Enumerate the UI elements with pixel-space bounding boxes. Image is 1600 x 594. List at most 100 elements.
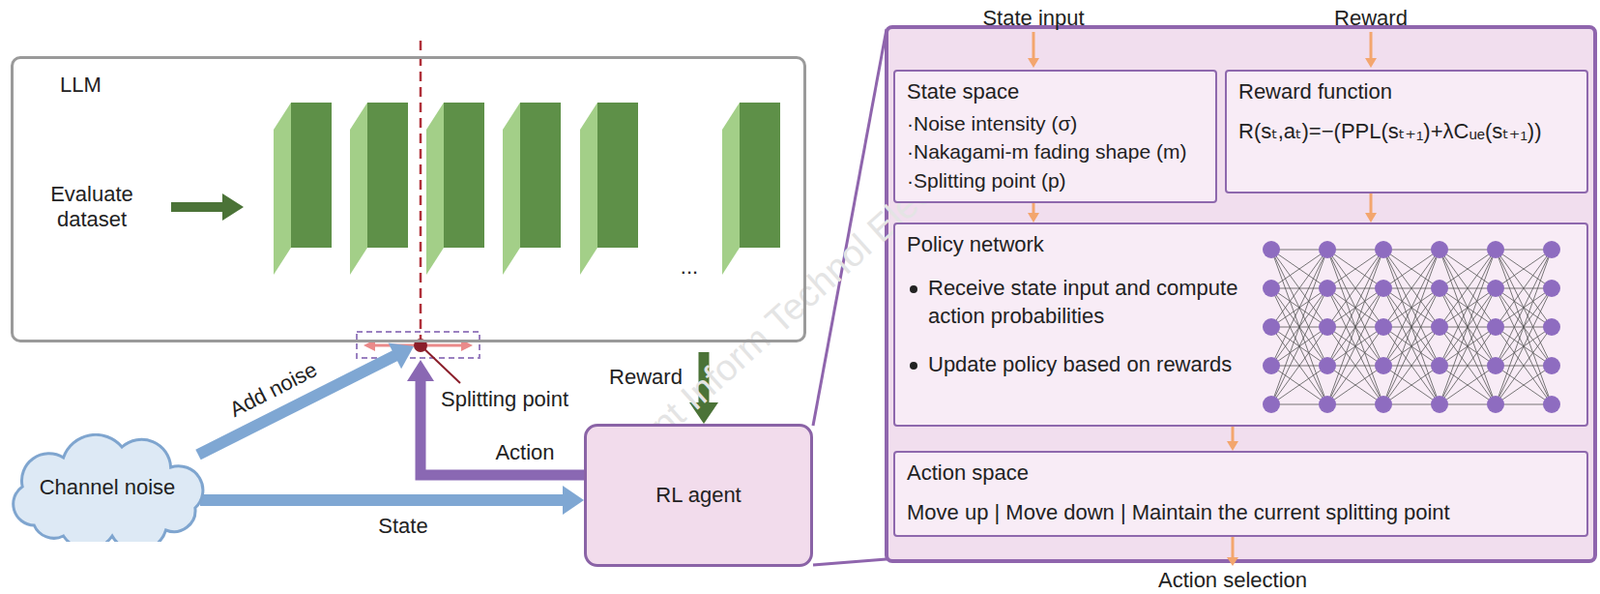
nn-link xyxy=(1383,288,1440,366)
process-box: Reward functionR(sₜ,aₜ)=−(PPL(sₜ₊₁)+λCᵤₑ… xyxy=(1224,69,1589,194)
nn-unit xyxy=(1486,395,1505,413)
slab-front xyxy=(443,102,485,248)
nn-link xyxy=(1271,365,1328,367)
connector xyxy=(407,359,584,475)
nn-link xyxy=(1495,288,1552,327)
nn-link xyxy=(1327,365,1384,367)
nn-link xyxy=(1271,288,1328,405)
edge-label: State xyxy=(378,513,428,539)
slab-side xyxy=(502,102,521,275)
nn-unit xyxy=(1542,395,1561,413)
nn-link xyxy=(1439,249,1496,327)
nn-link xyxy=(1271,326,1328,366)
nn-link xyxy=(1439,249,1496,327)
nn-link xyxy=(1271,249,1328,405)
nn-link xyxy=(1495,404,1552,406)
nn-link xyxy=(1271,404,1328,406)
arrow-head xyxy=(562,485,584,515)
nn-link xyxy=(1495,249,1552,327)
nn-link xyxy=(1271,249,1328,405)
nn-link xyxy=(1495,249,1552,405)
nn-link xyxy=(1383,249,1440,289)
nn-unit xyxy=(1374,356,1393,375)
nn-link xyxy=(1383,249,1440,405)
nn-link xyxy=(1383,249,1440,366)
nn-link xyxy=(1327,249,1384,405)
nn-link xyxy=(1327,249,1384,405)
connector-line xyxy=(200,494,564,506)
connector-line xyxy=(1032,203,1036,214)
slab-front xyxy=(290,102,332,248)
nn-link xyxy=(1383,288,1440,327)
slab-front xyxy=(367,102,408,248)
nn-link xyxy=(1495,288,1552,366)
bullet-text: Receive state input and compute action p… xyxy=(928,274,1277,330)
callout-label: Splitting point xyxy=(440,386,569,412)
input-arrow xyxy=(171,202,225,212)
nn-link xyxy=(1439,365,1496,405)
state-item: ·Noise intensity (σ) xyxy=(906,110,1204,137)
connector xyxy=(1365,193,1377,223)
nn-link xyxy=(1271,249,1328,327)
nn-unit xyxy=(1374,318,1393,336)
nn-link xyxy=(1327,326,1384,328)
edge-label-text: Reward xyxy=(609,364,683,389)
flow-arrow xyxy=(1231,535,1235,558)
nn-link xyxy=(1271,249,1328,366)
nn-link xyxy=(1439,326,1496,366)
output-label-text: Action selection xyxy=(1158,567,1308,592)
nn-link xyxy=(1383,288,1440,405)
nn-link xyxy=(1383,326,1440,405)
input-label: State input xyxy=(982,5,1084,31)
nn-unit xyxy=(1542,356,1561,375)
nn-link xyxy=(1495,326,1552,405)
nn-link xyxy=(1439,249,1496,366)
nn-link xyxy=(1495,288,1552,327)
ellipsis: ... xyxy=(680,254,699,280)
nn-unit xyxy=(1542,240,1561,259)
input-label: Reward xyxy=(1334,5,1408,31)
nn-unit xyxy=(1430,279,1449,297)
nn-unit xyxy=(1486,279,1505,297)
edge-label: Add noise xyxy=(226,356,322,423)
flow-arrow-head xyxy=(1365,58,1377,68)
nn-unit xyxy=(1542,279,1561,297)
bullet-text: Update policy based on rewards xyxy=(928,350,1277,379)
nn-link xyxy=(1271,288,1328,327)
nn-link xyxy=(1383,288,1440,366)
cloud-path xyxy=(13,434,204,542)
nn-link xyxy=(1327,288,1384,327)
cloud-shape: Channel noise xyxy=(4,433,210,542)
nn-link xyxy=(1383,326,1440,366)
flow-arrow xyxy=(1369,31,1373,59)
nn-link xyxy=(1495,365,1552,367)
process-box: Action spaceMove up | Move down | Mainta… xyxy=(893,450,1589,537)
connector xyxy=(200,485,584,515)
nn-link xyxy=(1495,249,1552,405)
nn-link xyxy=(1495,249,1552,366)
nn-link xyxy=(1383,326,1440,328)
edge-label-text: Action xyxy=(494,439,554,465)
nn-link xyxy=(1495,326,1552,366)
zoom-line xyxy=(813,558,887,565)
nn-link xyxy=(1383,326,1440,366)
nn-link xyxy=(1271,249,1328,251)
nn-unit xyxy=(1318,279,1337,297)
nn-link xyxy=(1383,288,1440,290)
nn-link xyxy=(1439,249,1496,251)
nn-link xyxy=(1439,288,1496,366)
slab-side xyxy=(426,102,444,275)
nn-link xyxy=(1439,326,1496,366)
nn-unit xyxy=(1486,356,1505,375)
box-heading: Policy network xyxy=(906,232,1575,258)
nn-link xyxy=(1383,249,1440,289)
nn-link xyxy=(1271,288,1328,366)
nn-link xyxy=(1271,288,1328,290)
nn-link xyxy=(1383,365,1440,405)
nn-link xyxy=(1327,249,1384,289)
nn-link xyxy=(1495,288,1552,405)
connector-line xyxy=(198,354,396,455)
nn-link xyxy=(1327,404,1384,406)
flow-arrow xyxy=(1032,31,1036,59)
edge-label-text: State xyxy=(378,513,428,538)
